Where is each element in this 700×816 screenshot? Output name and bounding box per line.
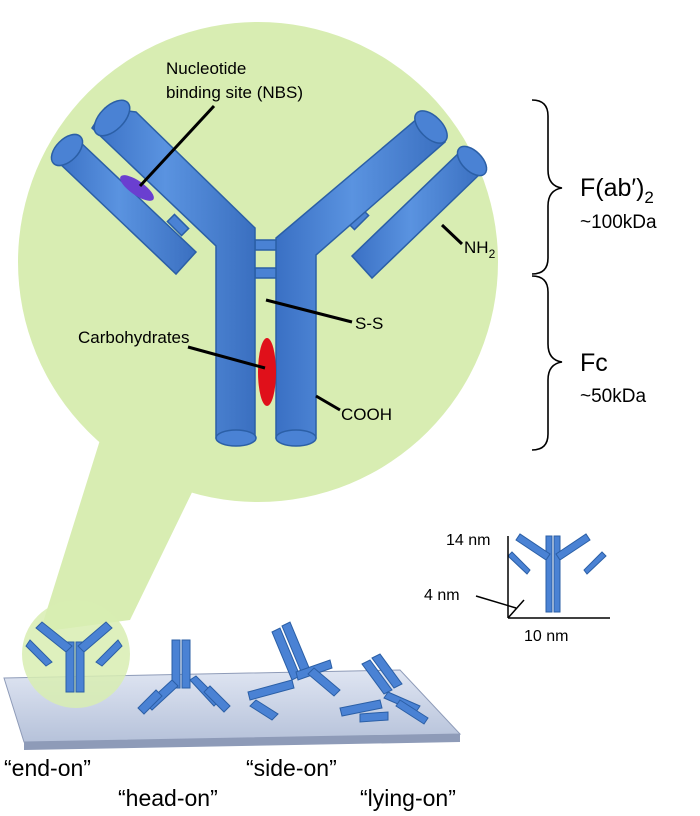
fab-mass-label: ~100kDa — [580, 212, 657, 233]
surface-front — [24, 734, 460, 750]
scale-depth-label: 4 nm — [424, 587, 460, 604]
callout-lines — [138, 104, 464, 412]
nbs-marker — [120, 175, 154, 201]
nh2-callout-line — [440, 223, 464, 246]
scale-height-label: 14 nm — [446, 532, 490, 549]
antibody-side-on — [247, 621, 341, 721]
ss-label: S-S — [355, 314, 383, 333]
antibody-lying-on — [339, 653, 429, 725]
scale-antibody — [507, 533, 607, 613]
light-chain-left-top — [50, 133, 84, 167]
carbohydrate-marker — [258, 338, 276, 406]
nh2-label: NH2 — [464, 238, 496, 261]
hinge-bond-lower — [254, 267, 278, 279]
carbohydrates-label: Carbohydrates — [78, 328, 190, 347]
carbohydrates-callout-line — [187, 345, 266, 370]
fc-name-label: Fc — [580, 349, 608, 377]
cooh-callout-line — [315, 394, 341, 412]
scale-width-label: 10 nm — [524, 628, 568, 645]
antibody-head-on — [137, 639, 231, 715]
orientation-lying-on: “lying-on” — [360, 785, 456, 811]
fab-name-label: F(ab′)2 — [580, 174, 654, 207]
nbs-label-line1: Nucleotide — [166, 59, 246, 78]
heavy-chain-left-top — [93, 99, 131, 137]
nbs-callout-line — [138, 104, 216, 188]
zoom-bubble-tail — [40, 440, 215, 632]
ss-callout-line — [265, 298, 353, 324]
heavy-chain-left-bottom — [215, 429, 257, 447]
light-chain-bond-left — [166, 213, 190, 237]
orientation-end-on: “end-on” — [4, 755, 91, 781]
scale-depth-tick — [507, 599, 525, 619]
orientation-head-on: “head-on” — [118, 785, 218, 811]
antibody-end-on — [25, 621, 123, 693]
light-chain-right-top — [456, 145, 488, 177]
fragment-braces — [531, 99, 563, 451]
orientation-side-on: “side-on” — [246, 755, 337, 781]
scale-depth-pointer — [475, 595, 517, 609]
heavy-chain-right-top — [414, 110, 448, 144]
antibody-large — [50, 99, 488, 447]
nbs-label-line2: binding site (NBS) — [166, 83, 303, 102]
cooh-label: COOH — [341, 405, 392, 424]
hinge-bond-upper — [254, 239, 278, 251]
substrate-surface — [3, 669, 462, 750]
scale-figure: 14 nm 4 nm 10 nm — [424, 532, 610, 645]
heavy-chain-right-bottom — [275, 429, 317, 447]
fc-mass-label: ~50kDa — [580, 386, 646, 407]
fc-brace — [531, 275, 563, 451]
fab-brace — [531, 99, 563, 275]
